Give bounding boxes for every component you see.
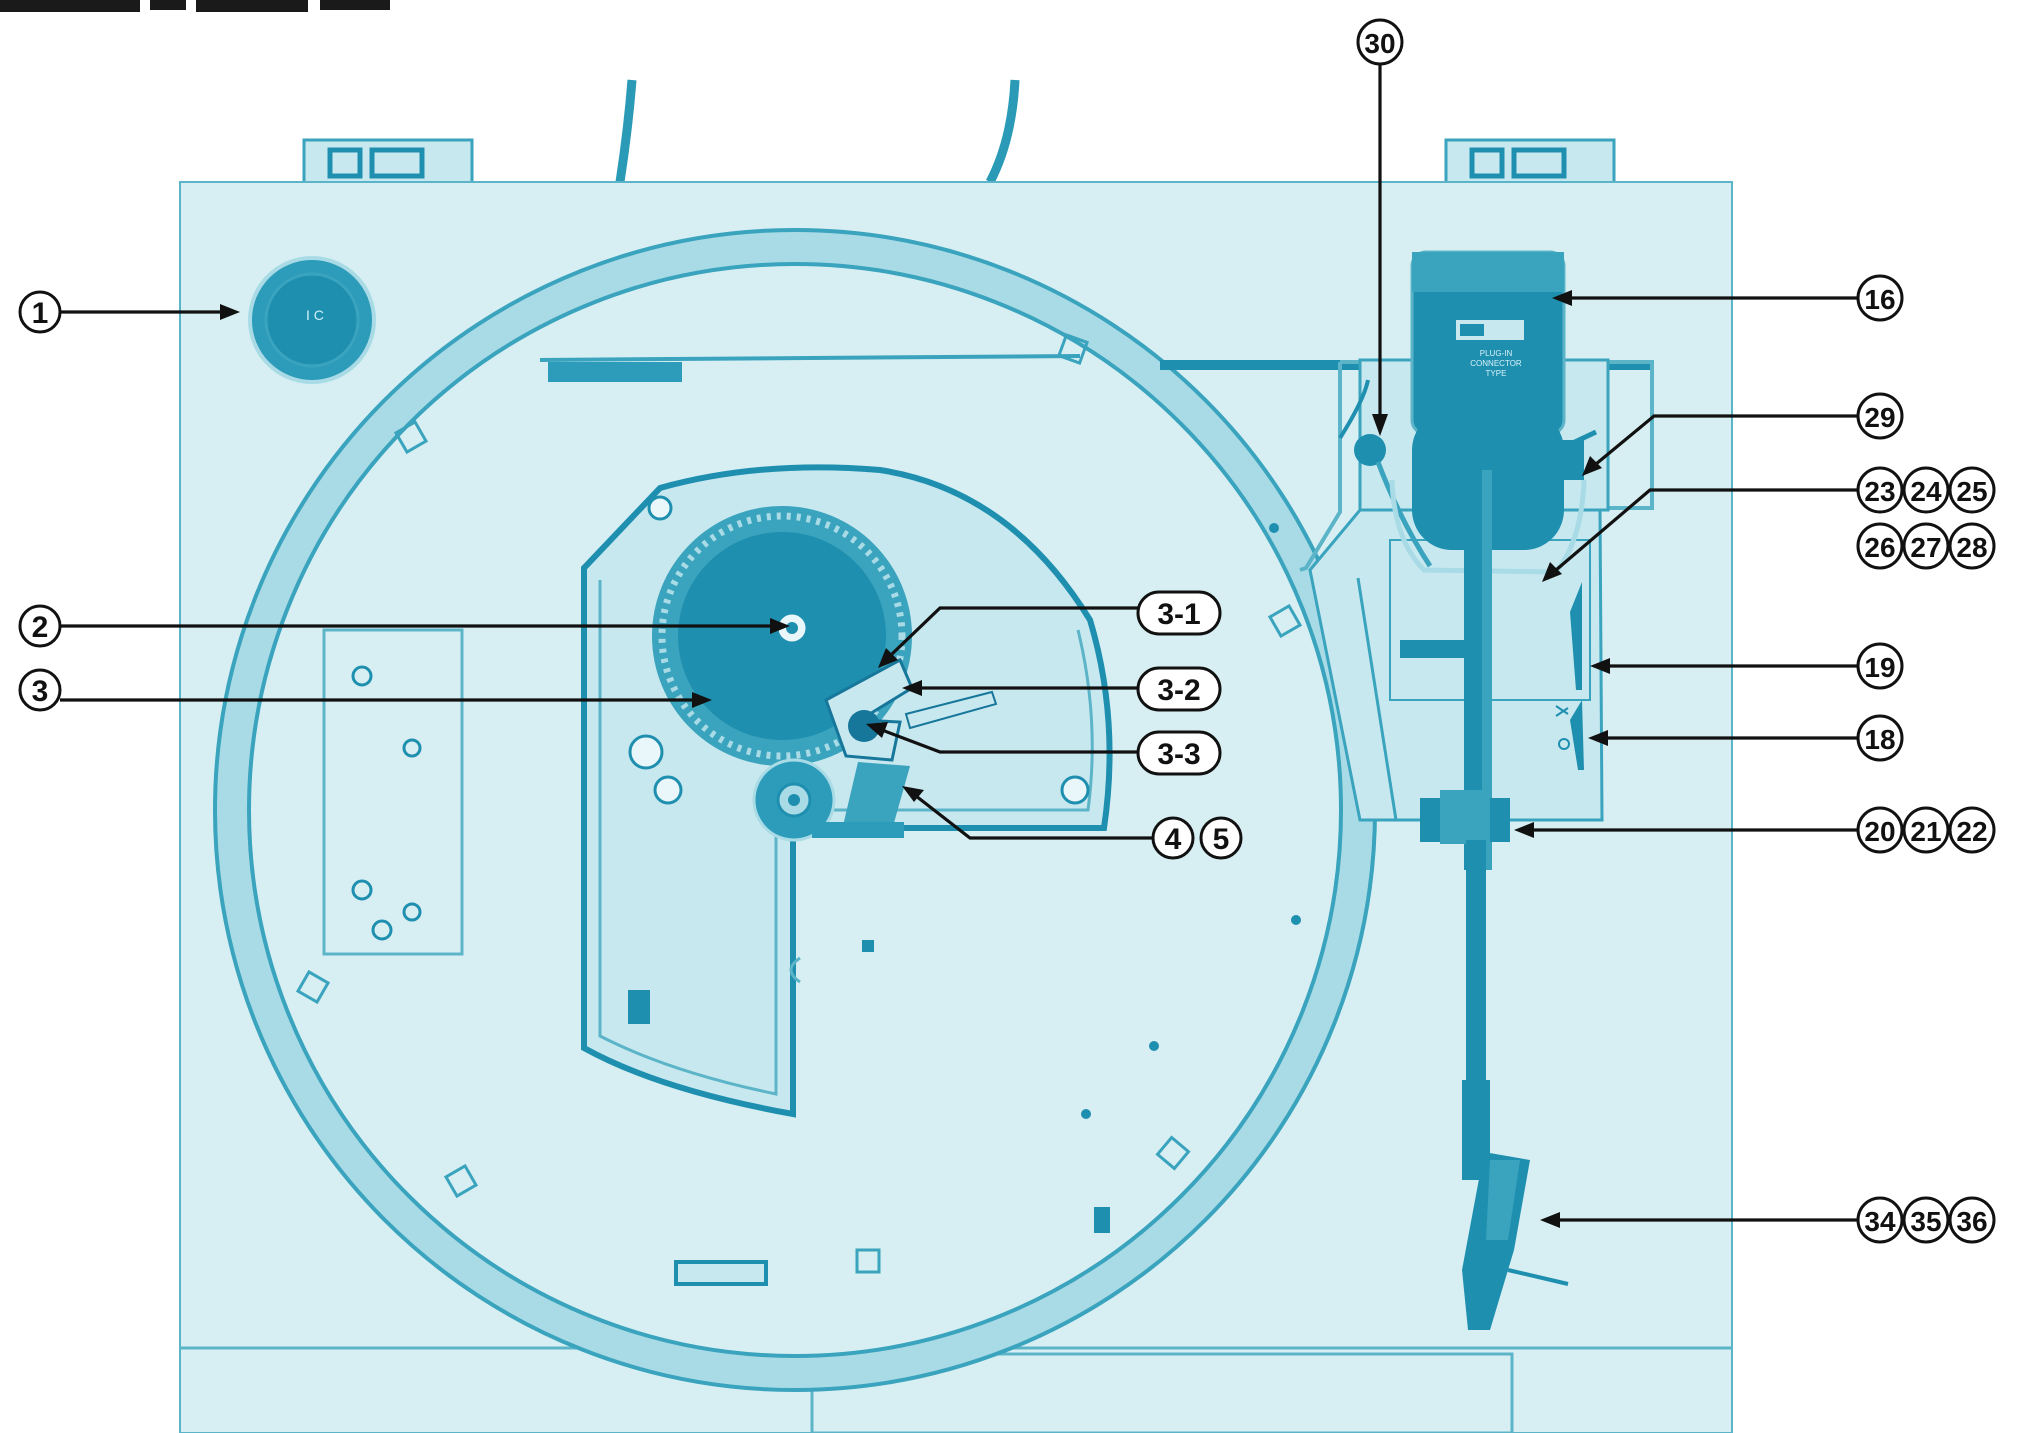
- callout-34-text: 34: [1864, 1206, 1896, 1237]
- callout-3-2-text: 3-2: [1157, 674, 1200, 707]
- callout-23-text: 23: [1864, 476, 1895, 507]
- callout-1-text: 1: [32, 297, 49, 330]
- cartridge-label-line-1: PLUG-IN: [1480, 349, 1513, 358]
- callout-29-text: 29: [1864, 402, 1895, 433]
- callout-36-text: 36: [1956, 1206, 1987, 1237]
- callout-16-text: 16: [1864, 284, 1895, 315]
- callout-18-text: 18: [1864, 724, 1895, 755]
- hinge-right: [1446, 140, 1614, 186]
- callout-25-text: 25: [1956, 476, 1987, 507]
- callout-5-text: 5: [1213, 823, 1230, 856]
- speed-selector-knob: I C: [250, 258, 374, 382]
- callout-30-text: 30: [1364, 28, 1395, 59]
- hinge-left: [304, 140, 472, 186]
- callout-28-text: 28: [1956, 532, 1987, 563]
- power-cord: [620, 80, 1015, 182]
- callout-4-text: 4: [1165, 823, 1182, 856]
- callout-35-text: 35: [1910, 1206, 1941, 1237]
- callout-21-text: 21: [1910, 816, 1941, 847]
- cropped-heading-fragment: [0, 0, 390, 12]
- callout-20-text: 20: [1864, 816, 1895, 847]
- cartridge-label-line-3: TYPE: [1486, 369, 1507, 378]
- callout-27-text: 27: [1910, 532, 1941, 563]
- callout-2-text: 2: [32, 611, 49, 644]
- callout-24-text: 24: [1910, 476, 1942, 507]
- cartridge-label-line-2: CONNECTOR: [1470, 359, 1522, 368]
- callout-3-3-text: 3-3: [1157, 738, 1200, 771]
- svg-text:I C: I C: [306, 307, 324, 323]
- callout-3-text: 3: [32, 675, 49, 708]
- callout-3-1-text: 3-1: [1157, 598, 1200, 631]
- callout-26-text: 26: [1864, 532, 1895, 563]
- callout-19-text: 19: [1864, 652, 1895, 683]
- callout-22-text: 22: [1956, 816, 1987, 847]
